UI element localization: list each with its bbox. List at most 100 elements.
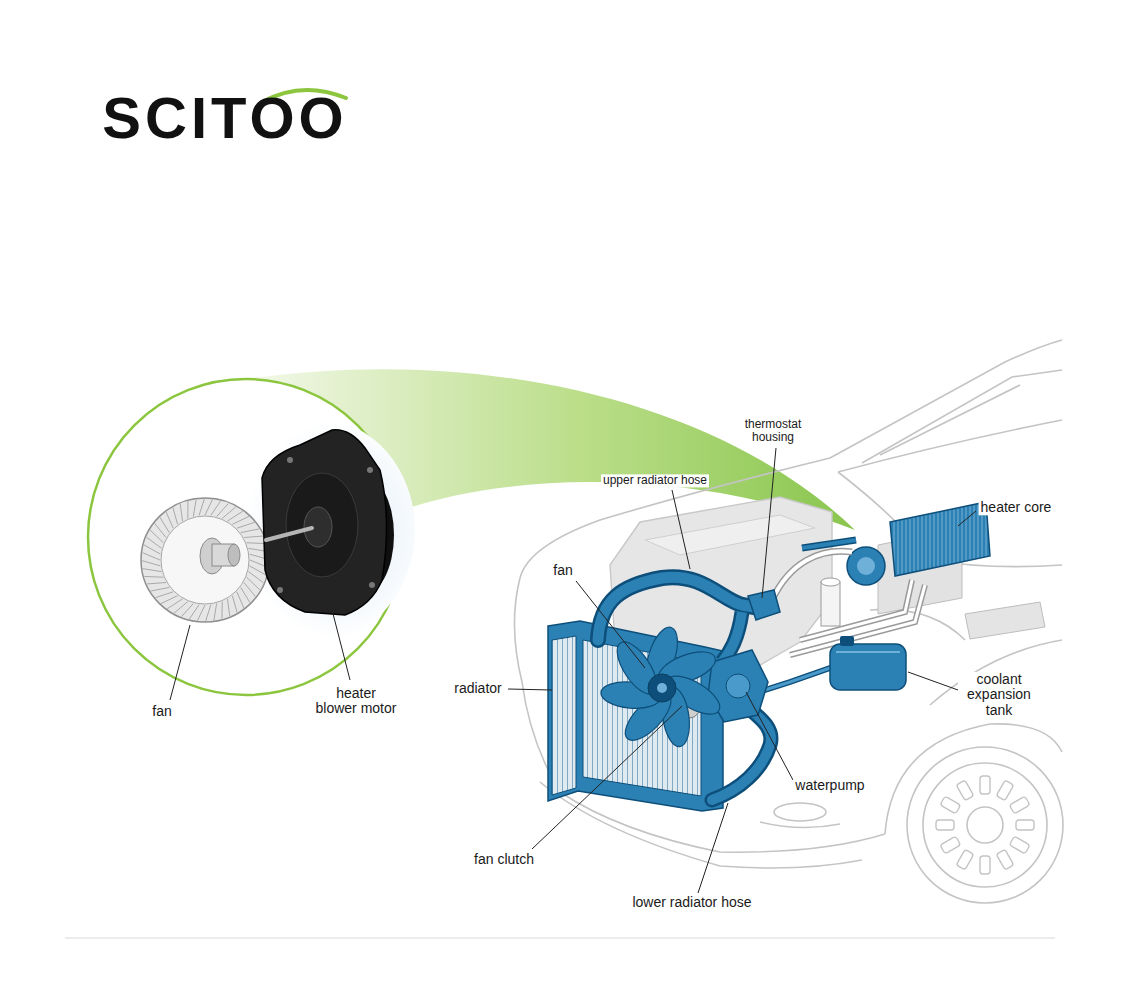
coolant-hoses-part — [712, 705, 771, 800]
coolant-hoses-part — [765, 668, 830, 690]
cooling-fan-part — [657, 683, 667, 693]
heater-pipes — [772, 540, 925, 655]
coolant-hoses-part — [765, 668, 830, 690]
leader-lines-part — [698, 803, 728, 893]
leader-lines-part — [908, 672, 958, 690]
part-label: waterpump — [793, 778, 866, 793]
part-label: fan — [551, 563, 574, 578]
leader-lines-part — [508, 689, 552, 690]
blower-fan-wheel-part — [205, 499, 213, 515]
heater-unit-part — [890, 502, 990, 576]
hubcap-holes-part — [936, 820, 954, 830]
leader-lines-part — [746, 692, 793, 780]
cooling-fan — [600, 623, 726, 748]
leader-lines-part — [532, 706, 682, 849]
coolant-hoses-part — [712, 705, 771, 800]
receiver-drier-part — [821, 582, 840, 626]
hubcap-holes-part — [1009, 836, 1030, 854]
part-label: thermostat housing — [735, 418, 811, 444]
brand-logo: SCITOO — [102, 89, 347, 147]
blower-fan-wheel-part — [247, 542, 266, 544]
receiver-drier-part — [821, 578, 840, 586]
car-outline-part — [774, 803, 826, 821]
receiver-drier — [821, 578, 840, 626]
leader-lines-part — [958, 511, 976, 526]
blower-fan-wheel-part — [228, 544, 240, 566]
blower-fan-wheel-part — [155, 523, 166, 537]
blower-fan-wheel-part — [232, 516, 249, 524]
hubcap-holes-part — [956, 849, 974, 870]
coolant-hoses — [598, 577, 830, 800]
blower-fan-wheel-part — [144, 576, 163, 578]
blower-motor-part — [277, 587, 283, 593]
hubcap-holes-part — [980, 856, 990, 874]
thermostat-waterpump-part — [726, 674, 750, 698]
blower-fan-wheel-part — [173, 508, 178, 525]
leader-lines — [170, 448, 976, 893]
blower-motor — [262, 430, 394, 615]
blower-fan-wheel-part — [180, 504, 182, 521]
heater-unit-part — [857, 557, 875, 575]
leader-lines-part — [330, 602, 350, 680]
part-label: coolant expansion tank — [958, 672, 1040, 718]
blower-fan-wheel-part — [221, 602, 222, 619]
blower-fan-wheel-part — [151, 587, 170, 591]
hubcap-holes-part — [1016, 820, 1034, 830]
blower-fan-wheel-part — [147, 583, 166, 584]
radiator-part — [552, 636, 576, 795]
car-outline-part — [907, 747, 1063, 903]
blower-fan-wheel-part — [241, 529, 260, 533]
blower-fan-wheel-part — [237, 522, 255, 528]
car-outline-part — [885, 724, 1062, 834]
radiator-part — [548, 621, 723, 811]
part-label: radiator — [452, 681, 503, 696]
blower-fan-wheel-part — [160, 517, 169, 532]
blower-motor-part — [262, 430, 387, 615]
blower-fan-wheel — [141, 498, 269, 622]
blower-motor-part — [369, 582, 375, 588]
engine-block-part — [645, 515, 815, 555]
car-outline-part — [830, 340, 1062, 458]
heater-unit-part — [965, 602, 1045, 639]
hubcap-holes-part — [940, 836, 961, 854]
radiator — [548, 621, 723, 811]
inset-circle-part — [225, 420, 415, 640]
hubcap-holes-part — [980, 776, 990, 794]
expansion-tank — [830, 636, 906, 690]
blower-fan-wheel-part — [155, 592, 173, 598]
car-outline-part — [880, 385, 1020, 455]
expansion-tank-part — [830, 644, 906, 690]
inset-circle — [88, 379, 415, 695]
blower-motor-part — [287, 457, 293, 463]
inset-circle-part — [88, 379, 404, 695]
part-label: lower radiator hose — [630, 895, 753, 910]
car-outline-part — [760, 822, 840, 828]
hubcap-holes-part — [1009, 796, 1030, 814]
blower-fan-wheel-part — [141, 498, 269, 622]
leader-lines-part — [672, 490, 690, 569]
hubcap-holes-part — [956, 780, 974, 801]
part-label: heater blower motor — [312, 686, 400, 717]
blower-fan-wheel-part — [161, 596, 178, 604]
hubcap-holes-part — [996, 849, 1014, 870]
expansion-tank-part — [840, 636, 854, 646]
blower-fan-wheel-part — [166, 512, 173, 528]
blower-fan-wheel-part — [228, 599, 230, 616]
expansion-tank-part — [836, 651, 900, 653]
blower-fan-wheel-part — [244, 583, 255, 597]
blower-fan-wheel-part — [244, 536, 263, 537]
base-rule — [65, 937, 1055, 939]
blower-fan-wheel-part — [237, 592, 244, 608]
car-outline-part — [838, 420, 1062, 472]
blower-fan-wheel-part — [199, 499, 204, 515]
heater-pipes-part — [802, 540, 856, 548]
part-label: heater core — [979, 500, 1054, 515]
heater-pipes-part — [800, 580, 912, 640]
car-outline — [514, 340, 1063, 903]
leader-lines-part — [762, 448, 776, 598]
blower-motor-part — [286, 473, 358, 577]
cooling-fan-part — [648, 674, 676, 702]
heater-unit-part — [847, 547, 885, 585]
